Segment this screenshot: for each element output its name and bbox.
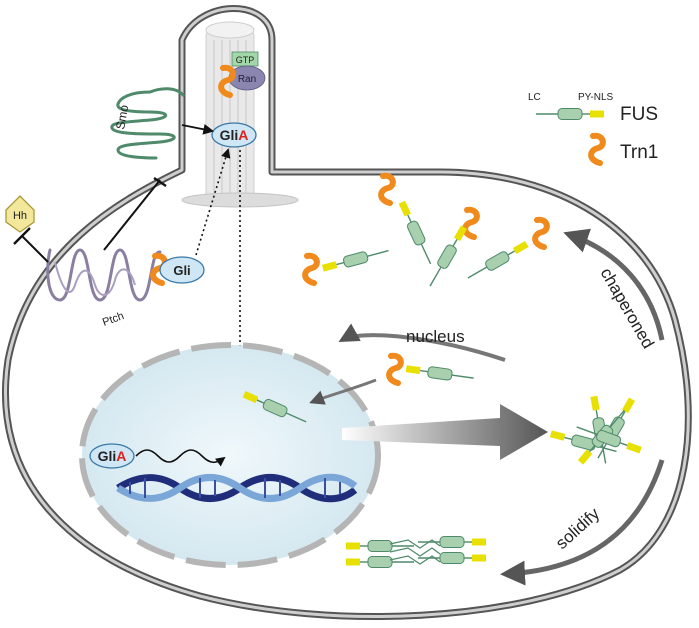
legend: LC PY-NLS FUS Trn1 <box>528 92 658 163</box>
svg-text:GliA: GliA <box>220 127 249 143</box>
smo-to-glia-arrow <box>181 124 215 135</box>
fus-fibril-cluster <box>345 535 487 569</box>
gtp-label: GTP <box>236 55 255 65</box>
smo-label: Smo <box>113 103 131 130</box>
ran-gtp-complex: GTP Ran <box>221 51 266 95</box>
transcription-arrow <box>135 449 226 467</box>
chaperoned-arrow <box>563 228 665 341</box>
svg-text:GliA: GliA <box>98 448 127 464</box>
gli-label: Gli <box>173 263 190 278</box>
ran-label: Ran <box>238 74 256 85</box>
glia-cilium: GliA <box>211 122 257 148</box>
hh-inhibits-ptch <box>21 235 49 263</box>
legend-lc: LC <box>528 92 541 103</box>
fus-legend-icon <box>535 107 605 121</box>
legend-pynls: PY-NLS <box>578 92 614 103</box>
nuclear-entry-arrow <box>309 378 377 405</box>
legend-trn1: Trn1 <box>620 142 658 163</box>
hh-ligand: Hh <box>5 195 35 233</box>
gli-to-cilium-arrow <box>195 148 231 256</box>
nucleus-label: nucleus <box>406 327 465 346</box>
smo-receptor: Smo <box>110 87 186 160</box>
nucleus-import-arrow <box>338 323 506 362</box>
gli-trn1-complex: Gli <box>153 256 205 283</box>
trn1-legend-icon <box>591 136 603 163</box>
glia-prefix: Gli <box>220 127 239 143</box>
ptch-inhibits-smo <box>103 179 161 251</box>
phase-transition-arrow <box>342 404 548 460</box>
glia-nucleus: GliA <box>89 443 135 469</box>
glia-suffix: A <box>238 127 248 143</box>
legend-fus: FUS <box>620 104 658 125</box>
dna-helix-icon <box>116 473 358 503</box>
hh-label: Hh <box>13 210 27 222</box>
solidify-arrow <box>500 459 665 586</box>
nucleus <box>79 342 381 568</box>
glia-suffix-2: A <box>116 448 126 464</box>
glia-prefix-2: Gli <box>98 448 117 464</box>
